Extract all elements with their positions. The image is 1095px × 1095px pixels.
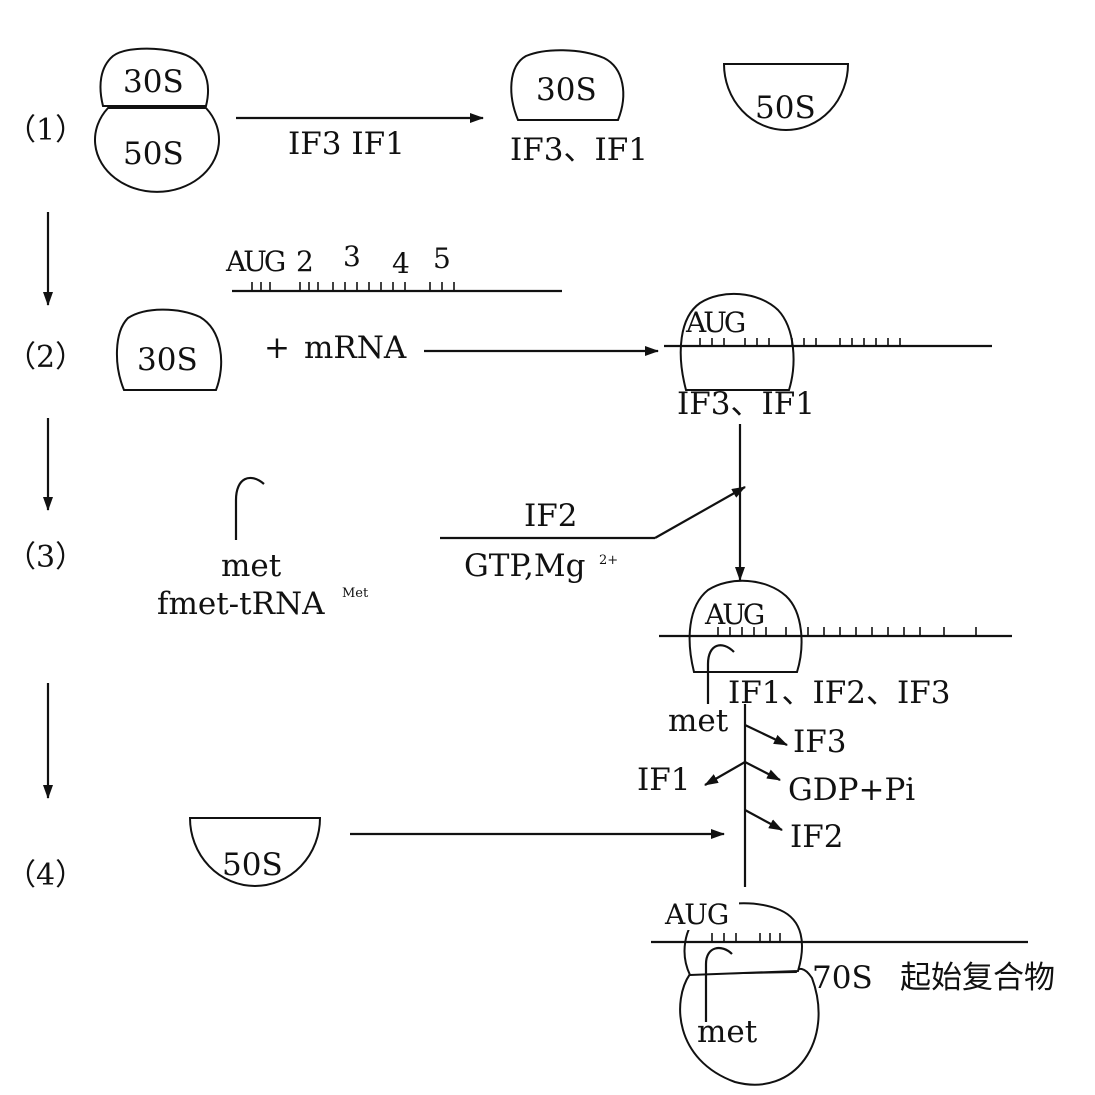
small-subunit-step2 — [115, 308, 223, 391]
bound-factors-label-step1: IF3、IF1 — [510, 132, 648, 168]
small-subunit-label-step2: 30S — [137, 342, 198, 378]
large-subunit-step4 — [188, 817, 322, 887]
nucleotide-ticks-step2-bound — [699, 338, 901, 346]
released-gdp-label: GDP+Pi — [788, 772, 915, 808]
mrna-label: mRNA — [304, 330, 407, 366]
trna-hook-bound-step3 — [706, 644, 735, 704]
trna-hook-icon — [234, 476, 265, 540]
met-label-step4: met — [697, 1014, 758, 1050]
small-subunit-label-step1: 30S — [123, 64, 184, 100]
codon-2: 2 — [296, 245, 314, 278]
codon-4: 4 — [392, 247, 410, 280]
step-3-label: （3） — [6, 540, 85, 575]
aug-label-step2: AUG — [685, 306, 745, 339]
complex-size-label: 70S — [812, 960, 873, 996]
codon-aug: AUG — [225, 245, 285, 278]
trna-name-label: fmet-tRNA — [157, 586, 325, 622]
preinitiation-complex-step2: AUG — [664, 292, 992, 391]
free-small-subunit-step1 — [510, 49, 625, 121]
dissociation-factors-label: IF3 IF1 — [288, 126, 405, 162]
mrna-codon-strand: AUG 2 3 4 5 — [225, 240, 562, 293]
large-subunit-label-step4: 50S — [222, 847, 283, 883]
trna-hook-bound-step4 — [704, 946, 733, 1022]
aug-label-bg-step4 — [663, 898, 739, 930]
codon-5: 5 — [433, 242, 451, 275]
initiation-complex-70s: AUG met — [651, 898, 1028, 1086]
ribosome-70s-step1: 30S 50S — [94, 47, 220, 193]
released-if2-label: IF2 — [790, 819, 843, 855]
large-subunit-step1 — [94, 107, 220, 193]
step-2-label: （2） — [6, 340, 85, 375]
gtp-mg-label: GTP,Mg — [464, 548, 585, 584]
trna-name-superscript: Met — [342, 586, 369, 601]
bound-factors-label-step3: IF1、IF2、IF3 — [728, 675, 950, 711]
aug-label-step3: AUG — [704, 598, 764, 631]
bound-factors-label-step2: IF3、IF1 — [677, 386, 815, 422]
release-if2-arrow — [744, 809, 783, 831]
step-1-label: （1） — [6, 113, 85, 148]
met-label-bound-step3: met — [668, 703, 729, 739]
released-if1-label: IF1 — [637, 762, 690, 798]
nucleotide-ticks-step2 — [251, 282, 455, 291]
nucleotide-ticks-step4 — [711, 933, 781, 942]
small-subunit-step3 — [688, 579, 803, 673]
free-large-subunit-step1 — [722, 63, 850, 131]
step-4-label: （4） — [6, 858, 85, 893]
plus-sign: + — [264, 330, 290, 366]
release-gdp-arrow — [744, 761, 781, 781]
if2-arrow-head — [654, 486, 746, 539]
aug-label-step4: AUG — [664, 898, 728, 931]
small-subunit-step1 — [99, 47, 209, 107]
large-subunit-label-step1: 50S — [123, 136, 184, 172]
free-large-subunit-label-step1: 50S — [755, 90, 816, 126]
small-subunit-with-mrna — [679, 292, 795, 391]
release-if3-arrow — [744, 724, 788, 746]
mg-charge-superscript: 2+ — [599, 553, 618, 568]
large-subunit-70s — [679, 967, 820, 1086]
if2-label-step3: IF2 — [524, 498, 577, 534]
release-if1-arrow — [704, 761, 746, 786]
complex-name-label: 起始复合物 — [900, 960, 1055, 996]
initiation-complex-30s: AUG — [659, 579, 1012, 704]
free-small-subunit-label-step1: 30S — [536, 72, 597, 108]
nucleotide-ticks-step3 — [717, 627, 977, 636]
codon-3: 3 — [343, 240, 361, 273]
met-label-step3: met — [221, 548, 282, 584]
released-if3-label: IF3 — [793, 724, 846, 760]
